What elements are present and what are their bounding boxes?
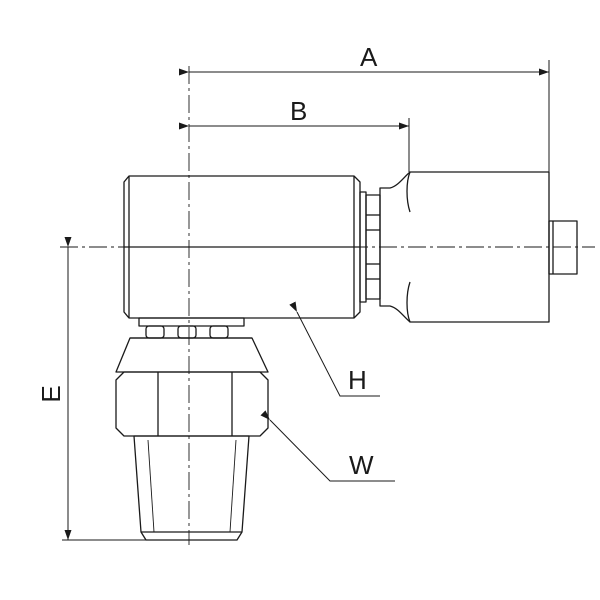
thread-root-left xyxy=(147,439,155,533)
leader-h xyxy=(289,301,380,397)
collar xyxy=(359,191,381,303)
leader-w xyxy=(260,410,395,482)
swivel-bead-2 xyxy=(177,325,197,339)
dim-a-label: A xyxy=(360,42,378,72)
male-thread xyxy=(133,435,250,541)
ferrule-outline xyxy=(379,171,550,323)
centerlines xyxy=(60,66,595,545)
leader-w-line xyxy=(260,410,395,482)
dimension-b xyxy=(179,118,410,172)
swivel-bead-3 xyxy=(209,325,229,339)
ferrule-curve-bottom xyxy=(406,281,411,323)
dimension-a xyxy=(179,60,550,172)
thread-root-right xyxy=(229,439,237,533)
ferrule-curve-top xyxy=(406,171,411,213)
swivel-bead-1 xyxy=(145,325,165,339)
swivel-band xyxy=(138,317,245,327)
hex-chamfer xyxy=(115,337,269,373)
hex-outline xyxy=(115,371,269,437)
swivel-ring xyxy=(130,317,252,339)
dimension-e xyxy=(62,237,146,541)
ferrule xyxy=(379,171,578,323)
hose-stub xyxy=(548,220,578,275)
dim-b-label: B xyxy=(290,96,307,126)
elbow-body xyxy=(123,175,361,319)
leader-h-line xyxy=(289,301,380,397)
dim-e-label: E xyxy=(36,385,66,402)
hex-nut xyxy=(115,337,269,437)
dim-h-label: H xyxy=(348,365,367,395)
dim-w-label: W xyxy=(349,450,374,480)
